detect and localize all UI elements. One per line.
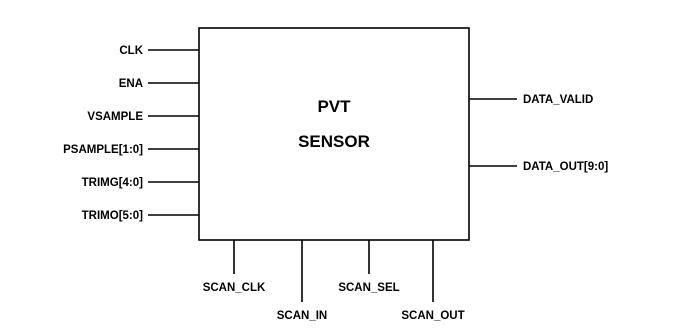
block-title-line1: PVT <box>317 97 351 116</box>
sensor-block <box>198 27 470 241</box>
pin-label-clk: CLK <box>119 45 143 57</box>
pin-label-scan-out: SCAN_OUT <box>401 310 464 322</box>
pin-label-data-valid: DATA_VALID <box>523 94 593 106</box>
pin-label-scan-sel: SCAN_SEL <box>338 282 399 294</box>
pin-label-ena: ENA <box>119 78 143 90</box>
pin-label-data-out: DATA_OUT[9:0] <box>523 161 608 173</box>
pin-label-vsample: VSAMPLE <box>87 111 143 123</box>
pin-label-trimo: TRIMO[5:0] <box>82 210 144 222</box>
pin-label-psample: PSAMPLE[1:0] <box>63 144 143 156</box>
block-title-line2: SENSOR <box>298 132 370 151</box>
pin-label-scan-in: SCAN_IN <box>277 310 327 322</box>
pin-label-scan-clk: SCAN_CLK <box>203 282 266 294</box>
pin-label-trimg: TRIMG[4:0] <box>82 177 144 189</box>
